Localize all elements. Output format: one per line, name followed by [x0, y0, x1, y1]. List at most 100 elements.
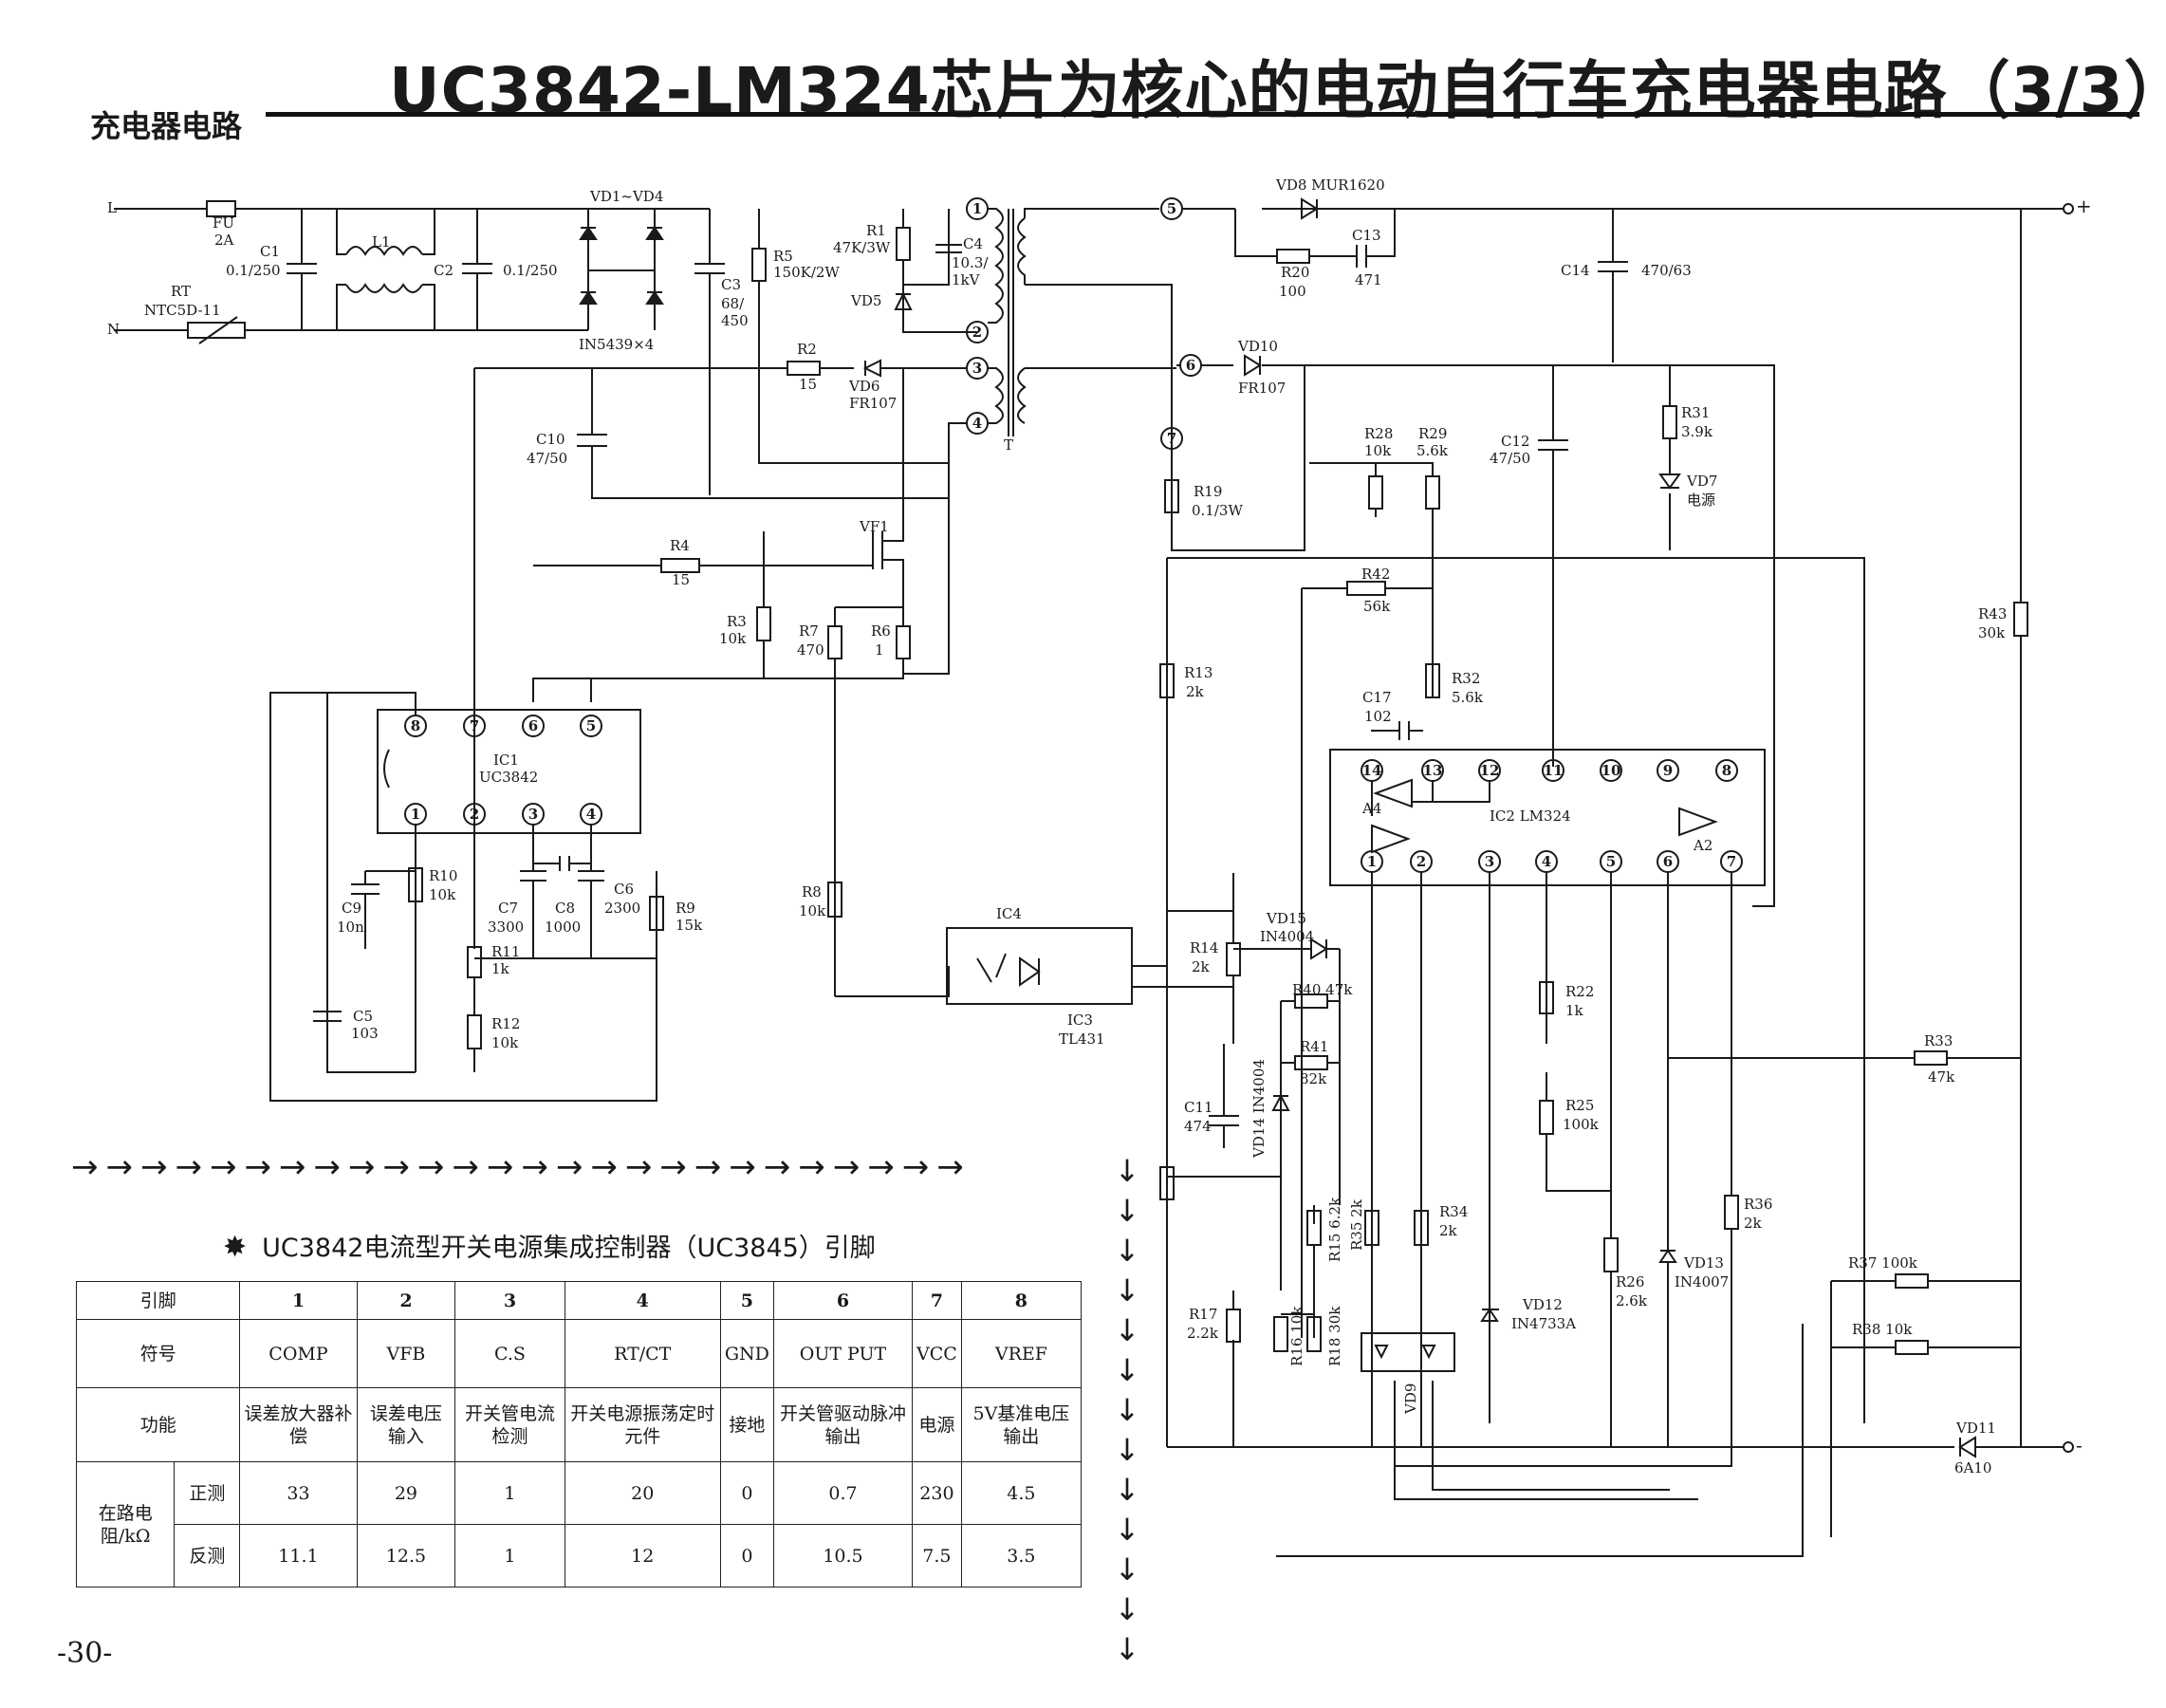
page-number: -30- — [57, 1637, 113, 1670]
label-c17: C17 — [1362, 689, 1392, 706]
label-vd13: VD13 — [1683, 1254, 1724, 1272]
cap-c9 — [351, 871, 380, 949]
label-r13: R13 — [1184, 664, 1213, 681]
label-r36: R36 — [1744, 1196, 1772, 1213]
cap-c2 — [462, 209, 492, 330]
table-cell: 20 — [564, 1461, 721, 1525]
label-r28: R28 — [1364, 425, 1393, 442]
label-r5: R5 — [773, 248, 793, 265]
resistor-r5-wire — [758, 209, 949, 464]
table-header-pin: 引脚 — [75, 1281, 241, 1320]
resistor-r9 — [649, 896, 664, 931]
label-vd6: VD6 — [848, 378, 879, 395]
arrow-down: ↓ — [1114, 1352, 1140, 1388]
label-r12-value: 10k — [491, 1034, 519, 1051]
mosfet-vf1 — [872, 368, 904, 607]
label-r17-value: 2.2k — [1187, 1325, 1219, 1342]
table-row: 反测 11.1 12.5 1 12 0 10.5 7.5 3.5 — [77, 1524, 1083, 1587]
label-r2-value: 15 — [799, 376, 817, 393]
label-vf1: VF1 — [859, 518, 889, 535]
label-r35: R35 2k — [1348, 1198, 1365, 1251]
resistor-r19 — [1164, 479, 1179, 513]
table-cell: 4.5 — [960, 1461, 1083, 1525]
zener-vd12 — [1480, 1308, 1499, 1322]
label-ic1-value: UC3842 — [479, 769, 538, 786]
label-r25-value: 100k — [1563, 1116, 1600, 1133]
ic1-pin-5: 5 — [586, 717, 596, 734]
cap-c6 — [578, 825, 604, 958]
resistor-r8 — [827, 882, 842, 918]
label-r6: R6 — [871, 622, 891, 640]
resistor-r25 — [1539, 1100, 1554, 1135]
ic3-tl431 — [1019, 956, 1041, 987]
label-vd6-value: FR107 — [849, 395, 897, 412]
resistor-r31 — [1662, 405, 1677, 439]
label-r11-value: 1k — [491, 960, 510, 977]
label-r33: R33 — [1924, 1032, 1953, 1049]
label-vd8: VD8 MUR1620 — [1275, 176, 1385, 194]
resistor-r4 — [660, 558, 700, 573]
label-c3: C3 — [721, 276, 741, 293]
resistor-r29 — [1425, 475, 1440, 510]
label-r3-value: 10k — [719, 630, 747, 647]
transformer-pin-2: 2 — [972, 324, 982, 341]
resistor-r18 — [1306, 1316, 1322, 1352]
table-cell: RT/CT — [564, 1319, 721, 1388]
transformer-pin-6: 6 — [1186, 357, 1195, 374]
transformer-secondary — [1017, 217, 1027, 424]
label-r4: R4 — [670, 537, 690, 554]
label-r19: R19 — [1194, 483, 1222, 500]
section-label: 充电器电路 — [90, 108, 243, 144]
resistor-r20 — [1276, 249, 1310, 264]
resistor-r37 — [1895, 1273, 1929, 1289]
horizontal-arrows: →→→→→→→→→→→→→→→→→→→→→→→→→→ — [71, 1148, 972, 1186]
label-c6-value: 2300 — [604, 900, 640, 917]
table-cell: 误差电压输入 — [356, 1387, 456, 1462]
label-a4: A4 — [1361, 800, 1381, 817]
label-vd12-value: IN4733A — [1511, 1315, 1576, 1332]
transformer-pin-4: 4 — [972, 415, 982, 432]
label-vd1-vd4: VD1~VD4 — [589, 188, 663, 205]
label-c13: C13 — [1352, 227, 1381, 244]
table-cell: 12.5 — [356, 1524, 456, 1587]
ic1-uc3842 — [377, 709, 641, 834]
label-r7-value: 470 — [797, 641, 824, 659]
resistor-r32 — [1425, 663, 1440, 698]
resistor-r26 — [1603, 1237, 1619, 1272]
label-rt-value: NTC5D-11 — [144, 302, 221, 319]
arrow-down: ↓ — [1114, 1551, 1140, 1587]
label-c2-value: 0.1/250 — [503, 262, 558, 279]
table-cell: VCC — [912, 1319, 962, 1388]
transformer-primary — [988, 208, 1004, 324]
table-cell: 1 — [454, 1461, 565, 1525]
table-cell: 7 — [912, 1281, 962, 1320]
label-c3-value2: 450 — [721, 312, 749, 329]
table-cell: 4 — [564, 1281, 721, 1320]
table-cell: 0 — [719, 1461, 774, 1525]
label-vd10-value: FR107 — [1238, 380, 1286, 397]
opamp-a4 — [1373, 778, 1413, 808]
arrow-down: ↓ — [1114, 1392, 1140, 1428]
label-r15: R15 6.2k — [1326, 1197, 1343, 1262]
table-cell: 7.5 — [912, 1524, 962, 1587]
table-header-forward: 正测 — [174, 1461, 241, 1525]
label-r11: R11 — [491, 943, 520, 960]
label-r34: R34 — [1439, 1203, 1468, 1220]
ic2-pin-10: 10 — [1601, 762, 1621, 779]
transformer-pin-3: 3 — [972, 360, 982, 377]
label-c8-value: 1000 — [545, 919, 581, 936]
label-r42: R42 — [1361, 566, 1390, 583]
table-cell: 1 — [239, 1281, 358, 1320]
table-cell: COMP — [239, 1319, 358, 1388]
label-vd11-value: 6A10 — [1954, 1459, 1991, 1476]
table-cell: 3.5 — [960, 1524, 1083, 1587]
label-c10: C10 — [536, 431, 565, 448]
label-r10: R10 — [429, 867, 457, 884]
diode-vd10 — [1244, 354, 1262, 377]
terminal-plus: + — [2076, 195, 2092, 217]
opamp-a1 — [1371, 824, 1411, 854]
label-r9-value: 15k — [676, 917, 703, 934]
table-cell: 开关电源振荡定时元件 — [564, 1387, 721, 1462]
label-r14-value: 2k — [1192, 958, 1211, 975]
label-r29-value: 5.6k — [1416, 442, 1449, 459]
